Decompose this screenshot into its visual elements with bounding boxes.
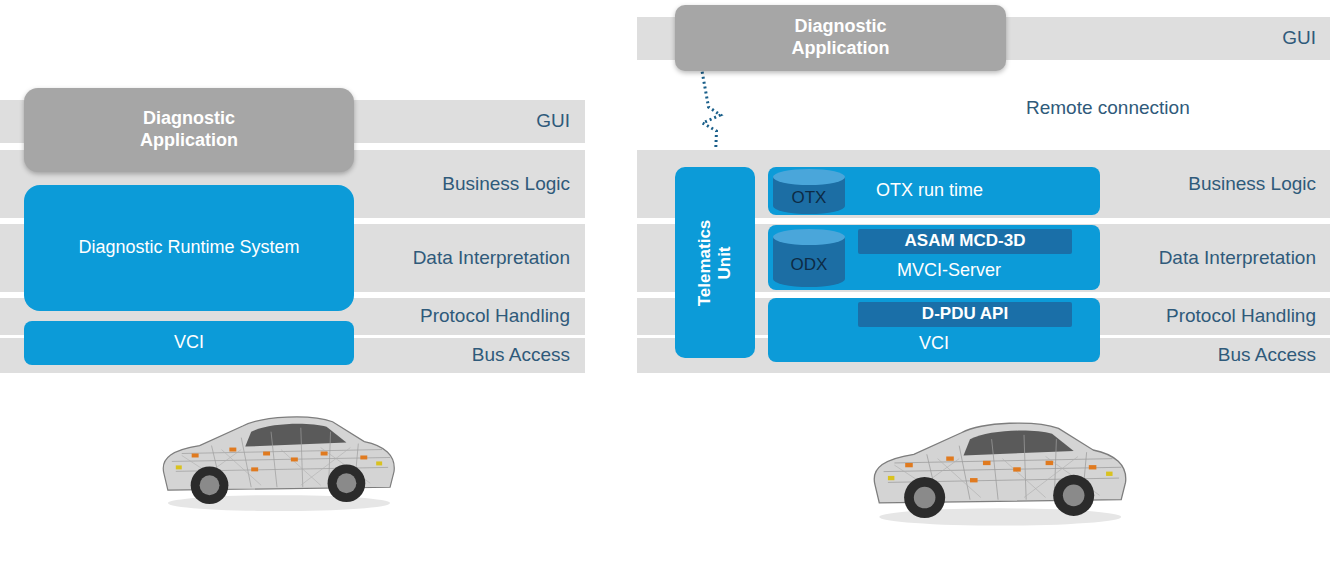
layer-name: Data Interpretation bbox=[413, 247, 570, 270]
box-caption: Diagnostic Application bbox=[119, 108, 259, 151]
layer-name: GUI bbox=[1282, 27, 1316, 50]
layer-name: Bus Access bbox=[472, 344, 570, 367]
vci-box: VCI bbox=[24, 321, 354, 365]
layer-name: Business Logic bbox=[442, 173, 570, 196]
car-left bbox=[163, 417, 394, 511]
cylinder-top bbox=[773, 229, 845, 245]
box-caption: OTX run time bbox=[876, 180, 983, 202]
database-cylinder: ODX bbox=[773, 229, 845, 287]
box-caption: VCI bbox=[919, 333, 949, 355]
box-caption: MVCI-Server bbox=[897, 260, 1001, 282]
server-box: ODX ASAM MCD-3D MVCI-Server bbox=[768, 225, 1100, 290]
box-caption: ASAM MCD-3D bbox=[905, 231, 1026, 251]
box-caption: VCI bbox=[174, 332, 204, 354]
layer-name: Protocol Handling bbox=[420, 305, 570, 328]
cylinder-top bbox=[773, 169, 845, 185]
vertical-caption: Telematics Unit bbox=[695, 208, 736, 318]
box-caption: Diagnostic Application bbox=[771, 16, 911, 59]
layer-name: GUI bbox=[536, 110, 570, 133]
box-caption: D-PDU API bbox=[922, 304, 1008, 324]
database-cylinder: OTX bbox=[773, 169, 845, 214]
application-box: Diagnostic Application bbox=[675, 5, 1006, 71]
runtime-box: OTX OTX run time bbox=[768, 167, 1100, 215]
layer-name: Bus Access bbox=[1218, 344, 1316, 367]
layer-name: Business Logic bbox=[1188, 173, 1316, 196]
box-caption: Diagnostic Runtime System bbox=[78, 237, 299, 259]
box-caption: ODX bbox=[791, 255, 828, 275]
layer-name: Data Interpretation bbox=[1159, 247, 1316, 270]
vci-box: D-PDU API VCI bbox=[768, 298, 1100, 362]
connection-label: Remote connection bbox=[1026, 97, 1190, 119]
standard-label-box: D-PDU API bbox=[858, 302, 1072, 327]
standard-label-box: ASAM MCD-3D bbox=[858, 229, 1072, 254]
runtime-box: Diagnostic Runtime System bbox=[24, 185, 354, 311]
application-box: Diagnostic Application bbox=[24, 88, 354, 172]
box-caption: OTX bbox=[792, 188, 827, 208]
telematics-box: Telematics Unit bbox=[675, 167, 755, 358]
layer-name: Protocol Handling bbox=[1166, 305, 1316, 328]
car-right bbox=[874, 423, 1126, 526]
